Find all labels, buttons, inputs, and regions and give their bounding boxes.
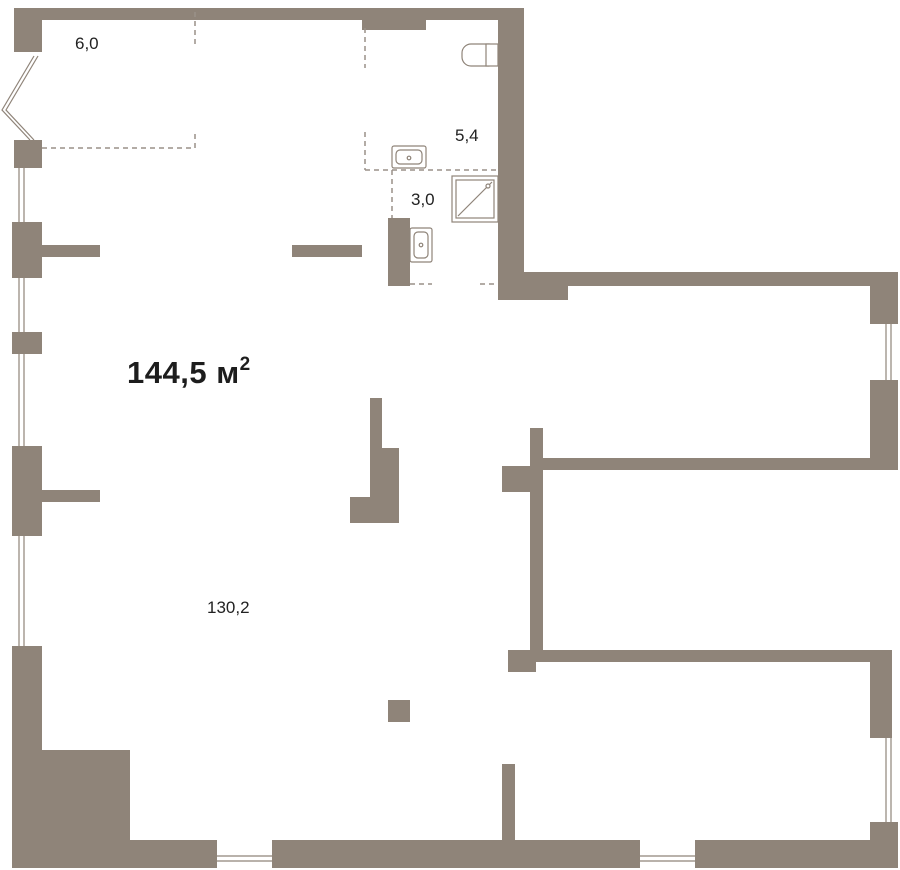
dashed-boundaries xyxy=(42,12,498,285)
room-area-bath: 3,0 xyxy=(411,190,435,209)
exterior-walls xyxy=(12,8,898,868)
room-area-wc: 5,4 xyxy=(455,126,479,145)
total-area: 144,5 м2 xyxy=(127,354,251,391)
sink-icon xyxy=(391,145,427,169)
shower-icon xyxy=(451,175,499,223)
sink-icon xyxy=(409,227,433,263)
room-area-hall: 6,0 xyxy=(75,34,99,53)
total-area-value: 144,5 м xyxy=(127,355,240,390)
room-area-main: 130,2 xyxy=(207,598,250,617)
total-area-unit-exponent: 2 xyxy=(239,354,251,375)
toilet-icon xyxy=(461,43,499,67)
entrance-door xyxy=(1,55,39,141)
window-lines xyxy=(18,168,892,862)
interior-walls xyxy=(42,218,892,840)
